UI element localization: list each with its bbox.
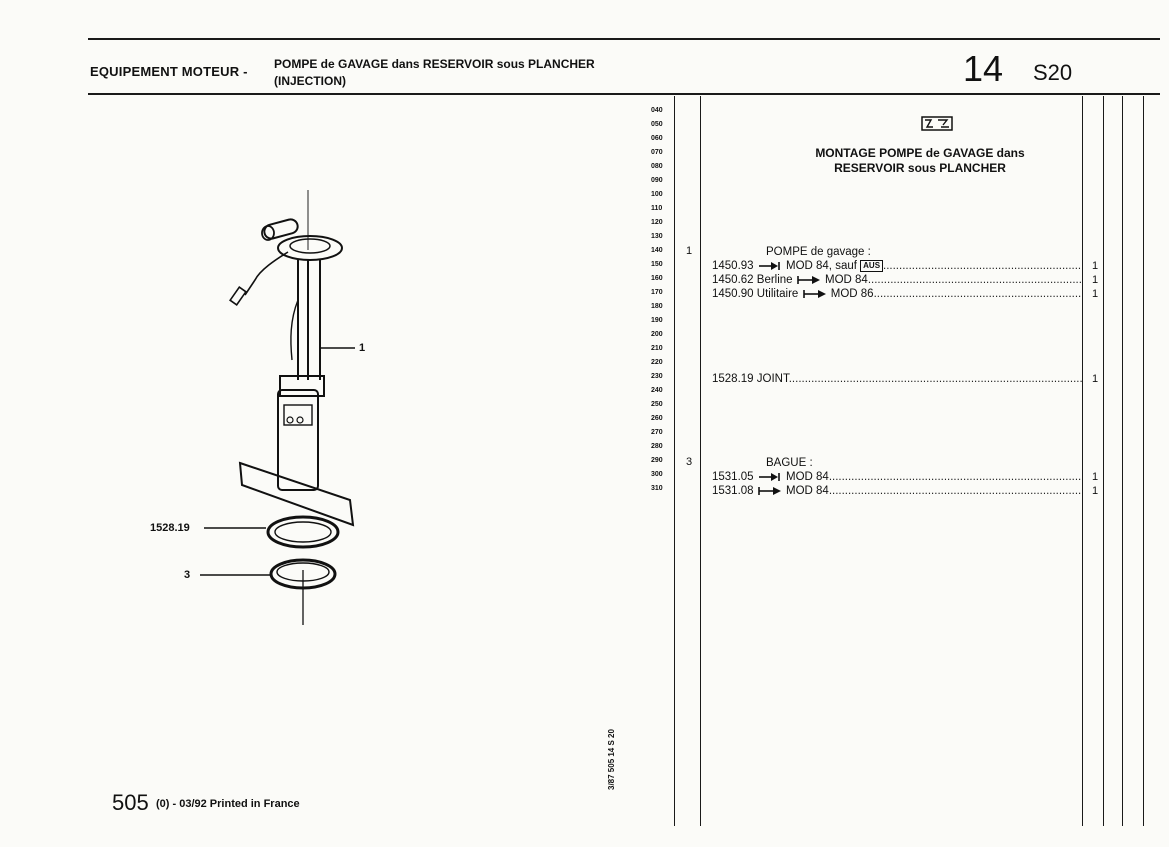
line-number: 080 xyxy=(651,163,663,170)
header-bottom-rule xyxy=(88,93,1160,95)
from-arrow-icon xyxy=(757,486,781,495)
line-number: 240 xyxy=(651,387,663,394)
assembly-title-line1: MONTAGE POMPE de GAVAGE dans xyxy=(815,146,1025,160)
part-label: BAGUE : xyxy=(766,457,813,469)
part-code: 1531.05 xyxy=(712,471,754,483)
line-number: 190 xyxy=(651,317,663,324)
part-code: 1450.93 xyxy=(712,260,754,272)
part-group-label-bague: BAGUE : xyxy=(766,456,1136,470)
line-number: 100 xyxy=(651,191,663,198)
callout-1528-19: 1528.19 xyxy=(150,522,190,534)
part-qty: 1 xyxy=(1092,373,1099,385)
part-desc: Berline xyxy=(756,274,793,286)
table-rule-desc-end xyxy=(1082,96,1083,826)
group-number: 14 xyxy=(963,48,1004,89)
line-number: 040 xyxy=(651,107,663,114)
line-number: 110 xyxy=(651,205,663,212)
footer-print-info: (0) - 03/92 Printed in France xyxy=(156,798,300,810)
line-number: 290 xyxy=(651,457,663,464)
part-desc: Utilitaire xyxy=(756,288,799,300)
callout-3: 3 xyxy=(184,569,191,581)
line-number: 210 xyxy=(651,345,663,352)
footer-model: 505 xyxy=(112,790,149,815)
subgroup-code: S20 xyxy=(1033,60,1073,85)
assembly-symbol-icon xyxy=(921,116,953,137)
line-number: 070 xyxy=(651,149,663,156)
part-code: 1450.62 xyxy=(712,274,754,286)
part-desc: JOINT xyxy=(756,373,789,385)
document-side-code: 3/87 505 14 S 20 xyxy=(607,729,616,790)
part-desc: MOD 84 xyxy=(785,485,829,497)
part-qty: 1 xyxy=(1092,274,1099,286)
part-qty: 1 xyxy=(1092,485,1099,497)
line-number: 140 xyxy=(651,247,663,254)
part-qty: 1 xyxy=(1092,260,1099,272)
line-number: 060 xyxy=(651,135,663,142)
part-group-label-pompe: POMPE de gavage : xyxy=(766,245,1136,259)
line-number: 230 xyxy=(651,373,663,380)
line-number: 200 xyxy=(651,331,663,338)
part-qty: 1 xyxy=(1092,471,1099,483)
assembly-title: MONTAGE POMPE de GAVAGE dans RESERVOIR s… xyxy=(760,146,1080,176)
part-desc2: MOD 86 xyxy=(830,288,874,300)
section-title: EQUIPEMENT MOTEUR - xyxy=(90,64,248,79)
line-number: 160 xyxy=(651,275,663,282)
table-rule-qty3 xyxy=(1143,96,1144,826)
fuel-pump-illustration xyxy=(229,190,355,625)
part-row-1450-62: 1450.62 Berline MOD 84..................… xyxy=(712,274,1082,286)
part-row-1531-08: 1531.08 MOD 84..........................… xyxy=(712,485,1082,497)
line-number: 300 xyxy=(651,471,663,478)
line-number: 250 xyxy=(651,401,663,408)
part-desc: MOD 84, sauf xyxy=(785,260,857,272)
line-number: 270 xyxy=(651,429,663,436)
line-number: 220 xyxy=(651,359,663,366)
part-code: 1528.19 xyxy=(712,373,754,385)
part-row-1528-19: 1528.19 JOINT...........................… xyxy=(712,373,1082,385)
header-top-rule xyxy=(88,38,1160,40)
line-number: 310 xyxy=(651,485,663,492)
part-label: POMPE de gavage : xyxy=(766,246,871,258)
part-row-1531-05: 1531.05 MOD 84..........................… xyxy=(712,471,1082,483)
from-arrow-icon xyxy=(796,275,820,284)
part-code: 1450.90 xyxy=(712,288,754,300)
part-row-1450-93: 1450.93 MOD 84, sauf AUS................… xyxy=(712,259,1082,272)
line-number: 180 xyxy=(651,303,663,310)
line-number: 050 xyxy=(651,121,663,128)
callout-1: 1 xyxy=(359,342,366,354)
table-rule-linenum xyxy=(674,96,675,826)
page-title-line2: (INJECTION) xyxy=(274,74,346,88)
page-title-line1: POMPE de GAVAGE dans RESERVOIR sous PLAN… xyxy=(274,57,595,71)
table-rule-ref xyxy=(700,96,701,826)
part-desc: MOD 84 xyxy=(785,471,829,483)
aus-badge: AUS xyxy=(860,259,884,272)
assembly-title-line2: RESERVOIR sous PLANCHER xyxy=(834,161,1006,175)
part-ref-3: 3 xyxy=(686,456,693,468)
table-rule-qty2 xyxy=(1122,96,1123,826)
line-number: 170 xyxy=(651,289,663,296)
line-number: 150 xyxy=(651,261,663,268)
line-number: 130 xyxy=(651,233,663,240)
part-qty: 1 xyxy=(1092,288,1099,300)
line-number: 260 xyxy=(651,415,663,422)
table-rule-qty1 xyxy=(1103,96,1104,826)
part-row-1450-90: 1450.90 Utilitaire MOD 86...............… xyxy=(712,288,1082,300)
line-number: 090 xyxy=(651,177,663,184)
part-code: 1531.08 xyxy=(712,485,754,497)
until-arrow-icon xyxy=(758,261,780,270)
until-arrow-icon xyxy=(758,472,780,481)
from-arrow-icon xyxy=(802,289,826,298)
line-number: 120 xyxy=(651,219,663,226)
line-number: 280 xyxy=(651,443,663,450)
part-desc2: MOD 84 xyxy=(825,274,868,286)
part-ref-1: 1 xyxy=(686,245,693,257)
callout-leaders xyxy=(200,527,270,576)
